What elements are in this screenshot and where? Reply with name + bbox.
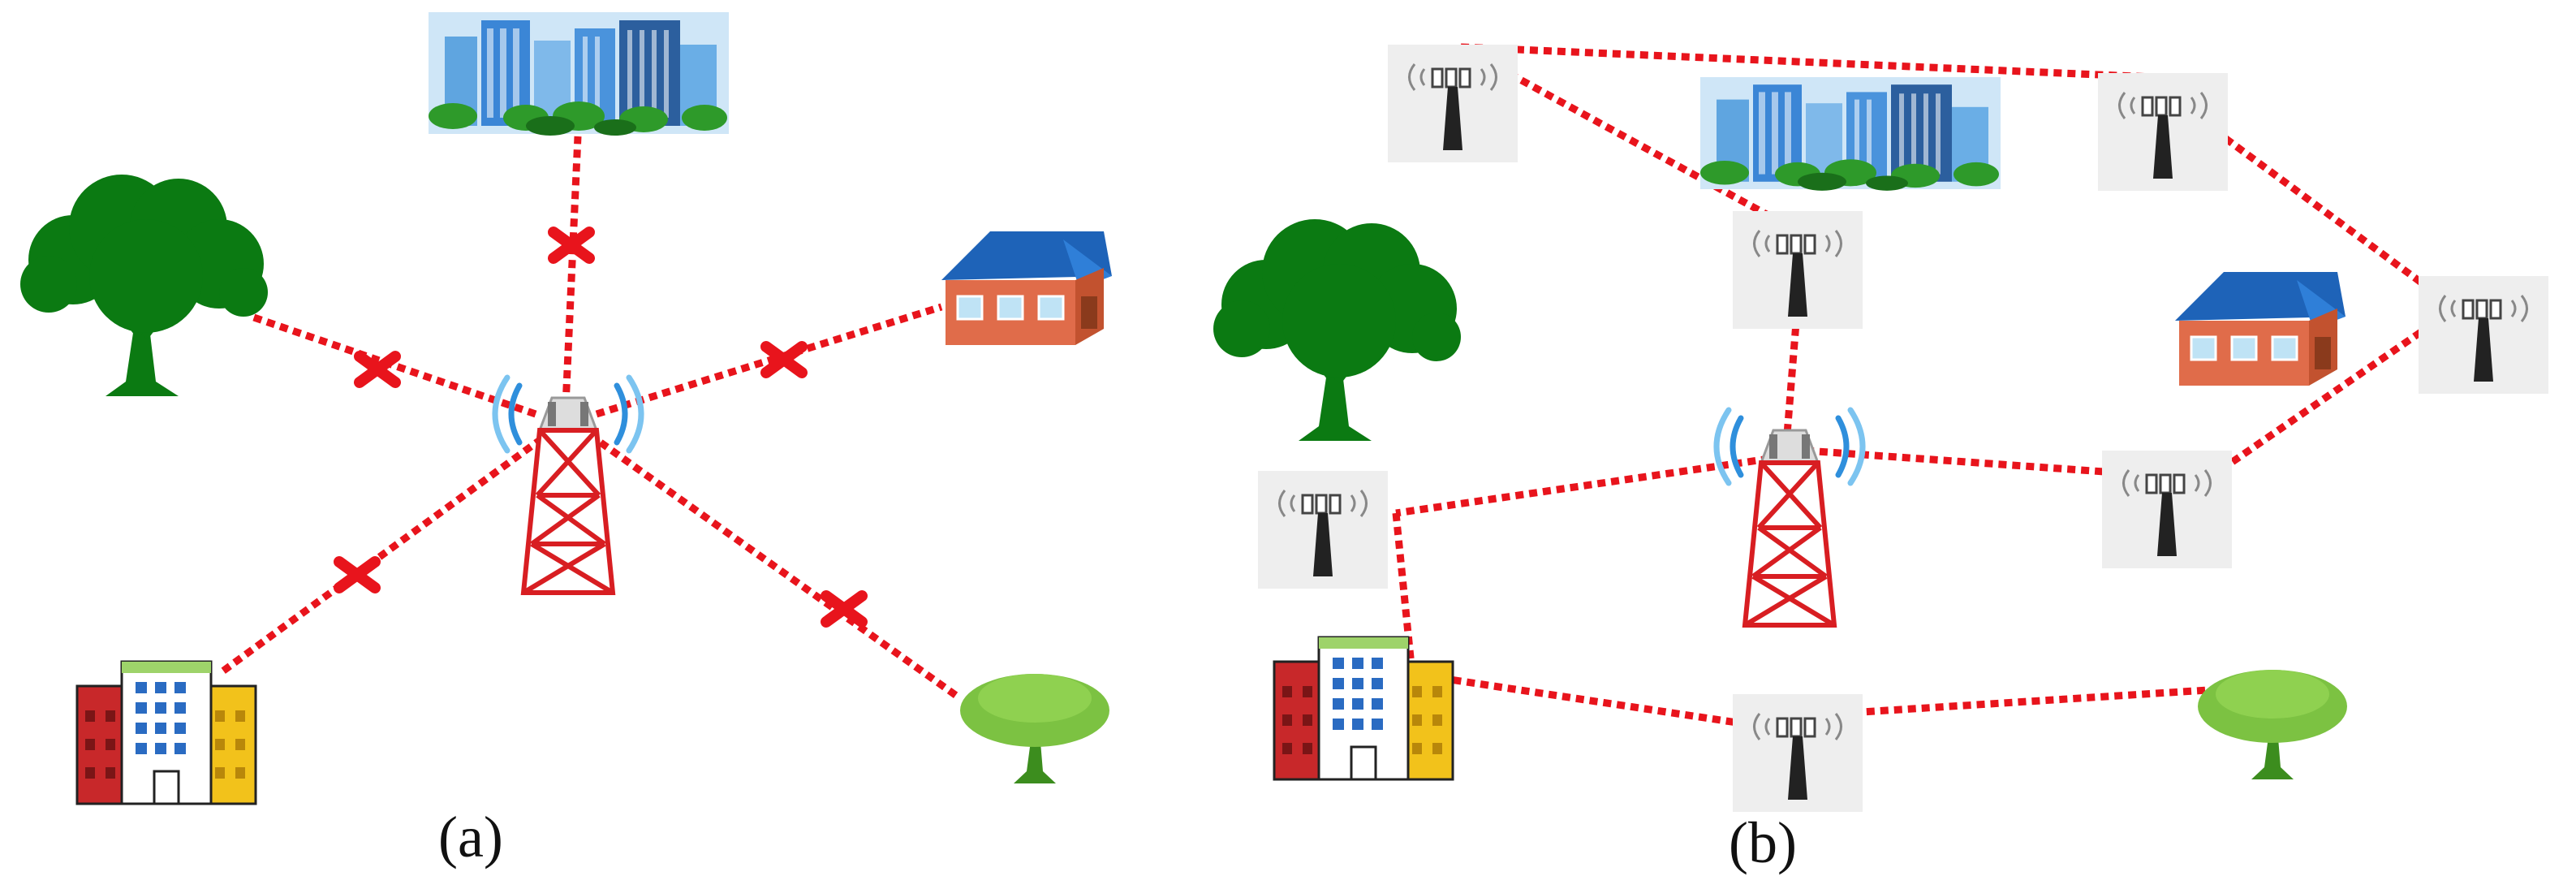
link-ap-mid-tower xyxy=(1781,231,1807,455)
panel-a-label: (a) xyxy=(438,805,503,870)
tree-icon xyxy=(960,674,1109,783)
tree-icon xyxy=(20,175,268,396)
access-point-icon xyxy=(1731,209,1864,330)
blocked-mark-apartment xyxy=(339,562,375,588)
access-point-icon xyxy=(1386,43,1519,164)
panel-b-label: (b) xyxy=(1729,810,1797,875)
house-icon xyxy=(2173,270,2347,387)
tree-icon xyxy=(1213,219,1461,441)
access-point-icon xyxy=(1731,693,1864,813)
link-tower-tree-big xyxy=(250,313,537,418)
link-apartment-ap-bottom xyxy=(1411,670,1738,727)
apartment-building-icon xyxy=(75,660,257,805)
access-point-icon xyxy=(2100,449,2234,570)
link-tower-apartment xyxy=(217,435,545,677)
cell-tower-icon xyxy=(1717,410,1863,625)
link-ap-top-left-ap-mid xyxy=(1458,44,1800,235)
access-point-icon xyxy=(2096,71,2229,192)
tree-icon xyxy=(2198,670,2347,779)
city-skyline-icon xyxy=(429,12,729,136)
city-skyline-icon xyxy=(1700,77,2001,191)
apartment-building-icon xyxy=(1273,636,1454,781)
link-ap-right-ap-right-low xyxy=(2205,305,2458,482)
access-point-icon xyxy=(2417,274,2550,395)
house-icon xyxy=(940,230,1114,347)
links-a xyxy=(217,136,960,700)
link-tower-ap-left xyxy=(1395,455,1770,517)
link-tower-city xyxy=(562,136,582,407)
link-tower-tree-small xyxy=(598,439,960,700)
panel-a: (a) xyxy=(20,12,1114,870)
link-ap-top-left-ap-top-right xyxy=(1460,43,2156,81)
access-point-icon xyxy=(1256,469,1389,590)
link-tower-house xyxy=(595,303,943,418)
panel-b: (b) xyxy=(1213,43,2550,875)
blocked-mark-tree-small xyxy=(826,596,862,622)
